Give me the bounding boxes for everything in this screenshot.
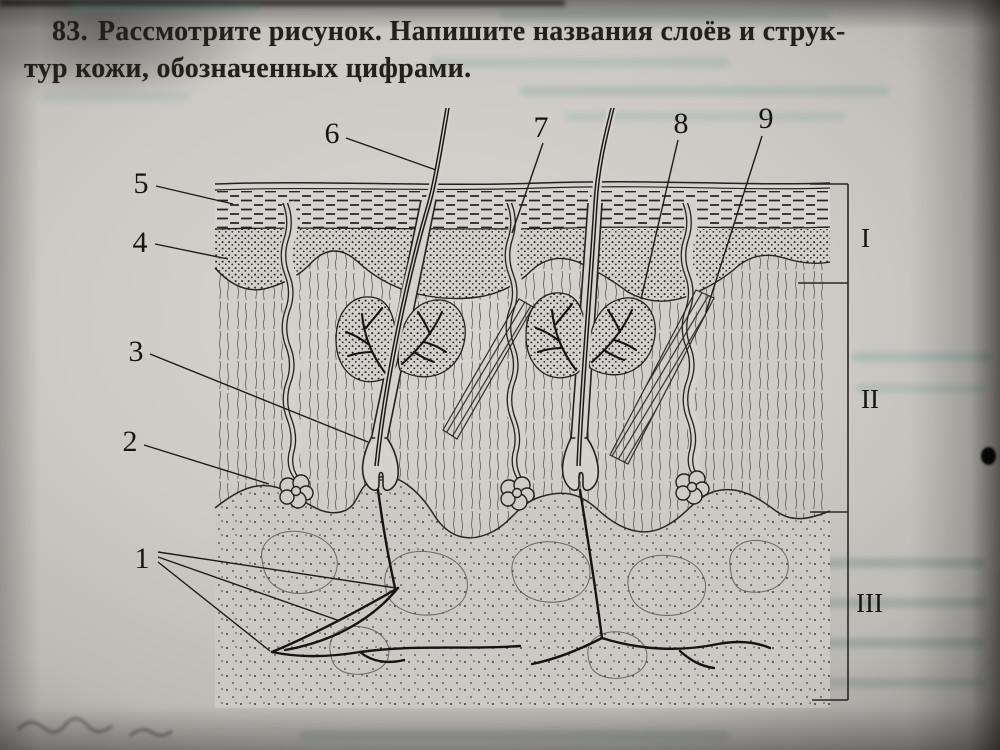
skin-diagram: I II III 1 2 3 4 bbox=[123, 102, 883, 708]
label-number-3: 3 bbox=[129, 335, 144, 368]
label-number-2: 2 bbox=[123, 425, 138, 458]
corneum-dashes bbox=[215, 191, 830, 228]
layer-label-I: I bbox=[861, 223, 870, 253]
label-number-1: 1 bbox=[135, 542, 150, 575]
layer-label-II: II bbox=[861, 384, 879, 414]
label-number-8: 8 bbox=[674, 107, 689, 140]
skin-surface-line-1 bbox=[214, 180, 831, 186]
label-number-7: 7 bbox=[534, 111, 549, 144]
handwriting-mark bbox=[16, 717, 173, 738]
label-number-6: 6 bbox=[325, 117, 340, 150]
label-number-5: 5 bbox=[134, 167, 149, 200]
label-number-4: 4 bbox=[133, 226, 148, 259]
layer-label-III: III bbox=[856, 588, 883, 618]
stratum-corneum-band bbox=[214, 180, 831, 230]
leader-6 bbox=[345, 137, 437, 171]
label-number-9: 9 bbox=[759, 102, 774, 135]
subcutis-layer bbox=[214, 475, 831, 708]
layer-labels: I II III bbox=[856, 223, 883, 618]
page-edge-dark-spot bbox=[981, 447, 996, 465]
subcutis-stipple bbox=[215, 476, 830, 708]
